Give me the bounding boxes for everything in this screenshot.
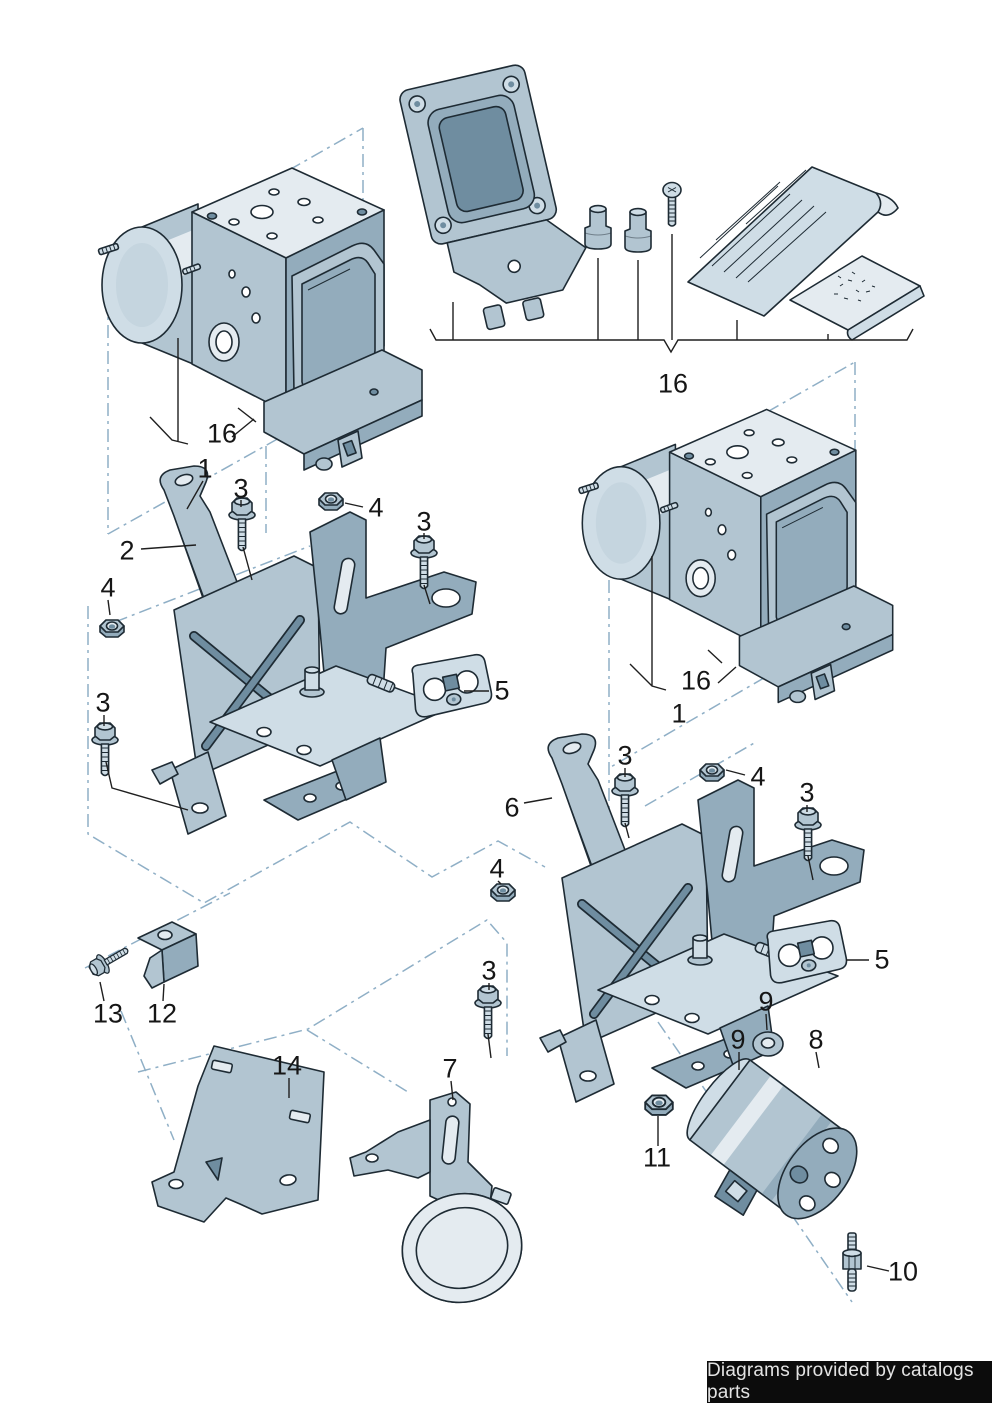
callout-3: 3 (799, 777, 815, 808)
footer-text: Diagrams provided by catalogs parts (707, 1360, 974, 1403)
callout-3: 3 (416, 506, 432, 537)
stud-10 (842, 1232, 862, 1292)
callout-5: 5 (494, 675, 510, 706)
rubber-bushing-9a (752, 1031, 784, 1057)
abs-hydraulic-unit-left (97, 167, 423, 471)
abs-hydraulic-unit-right (577, 408, 894, 704)
callout-3: 3 (617, 740, 633, 771)
abs-control-module-kit (397, 57, 600, 339)
callout-16: 16 (657, 368, 689, 399)
callout-4: 4 (750, 761, 766, 792)
callout-8: 8 (808, 1024, 824, 1055)
line-clamp-left (409, 652, 494, 719)
callout-9: 9 (758, 986, 774, 1017)
bracket-plate-14 (151, 1045, 325, 1223)
callout-4: 4 (100, 572, 116, 603)
kit-screw (662, 181, 682, 227)
bolt-3d (611, 773, 639, 828)
callout-6: 6 (504, 792, 520, 823)
callout-3: 3 (481, 955, 497, 986)
bolt-3c (91, 722, 119, 777)
bolt-3a (228, 497, 256, 552)
callout-11: 11 (642, 1142, 672, 1173)
callout-10: 10 (887, 1256, 919, 1287)
sticker-sheet (789, 255, 925, 341)
pump-motor-8 (686, 1058, 858, 1220)
callout-3: 3 (95, 687, 111, 718)
nut-4a (318, 492, 344, 511)
leader-lines (99, 234, 914, 1272)
kit-grommet-1 (584, 204, 612, 250)
bracket-7 (349, 1091, 523, 1304)
bolt-3f (474, 985, 502, 1040)
callout-3: 3 (233, 473, 249, 504)
nut-4b (99, 619, 125, 638)
footer-attribution-bar: Diagrams provided by catalogs parts (707, 1360, 992, 1403)
callout-2: 2 (119, 535, 135, 566)
callout-13: 13 (92, 998, 124, 1029)
callout-4: 4 (489, 853, 505, 884)
kit-grommet-2 (624, 207, 652, 253)
callout-9: 9 (730, 1024, 746, 1055)
callout-16: 16 (206, 418, 238, 449)
callout-4: 4 (368, 492, 384, 523)
retaining-clip-12 (137, 921, 199, 989)
callout-7: 7 (442, 1053, 458, 1084)
callout-5: 5 (874, 944, 890, 975)
line-clamp-right (764, 918, 849, 985)
callout-12: 12 (146, 998, 178, 1029)
callout-16: 16 (680, 665, 712, 696)
callout-1: 1 (671, 698, 687, 729)
nut-4d (490, 883, 516, 902)
nut-11 (644, 1094, 674, 1116)
nut-4c (699, 763, 725, 782)
instruction-sheet (687, 166, 899, 317)
callout-1: 1 (197, 453, 213, 484)
callout-14: 14 (271, 1050, 303, 1081)
